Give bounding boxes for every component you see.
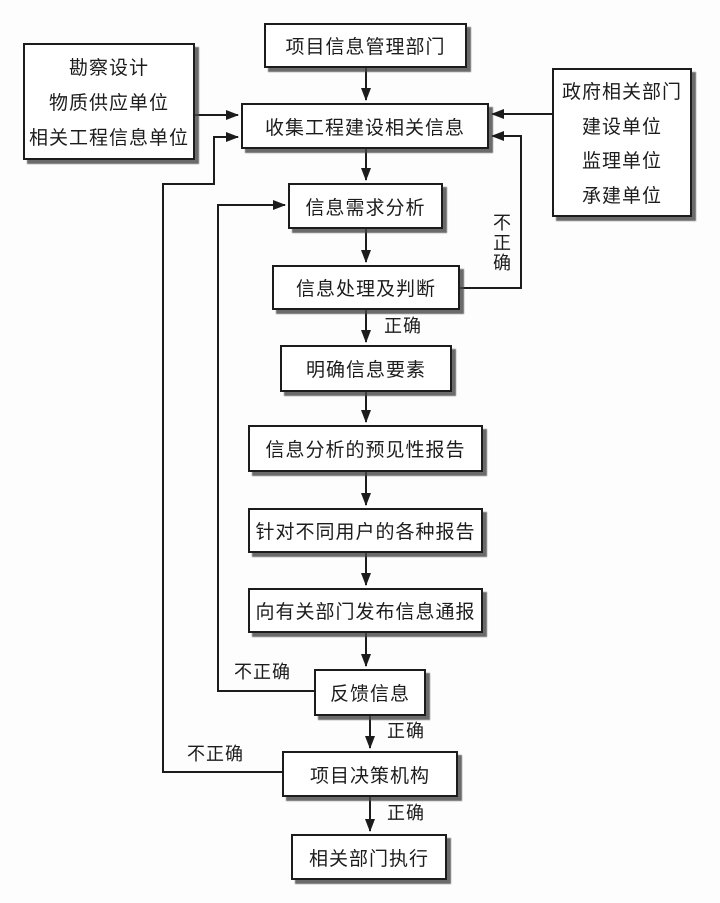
node-clarify-elements: 明确信息要素 [280, 345, 452, 392]
node-project-info-dept: 项目信息管理部门 [264, 23, 467, 68]
edge-label-correct-decision: 正确 [387, 803, 425, 823]
node-execute-departments-label: 相关部门执行 [308, 848, 429, 870]
node-clarify-elements-label: 明确信息要素 [305, 360, 426, 381]
node-process-judge-label: 信息处理及判断 [295, 279, 436, 300]
node-notify-departments: 向有关部门发布信息通报 [248, 588, 483, 633]
edge-label-correct-process: 正确 [384, 316, 422, 336]
node-user-reports: 针对不同用户的各种报告 [248, 508, 483, 553]
node-demand-analysis: 信息需求分析 [288, 183, 443, 229]
edge-label-incorrect-decision-loop: 不正确 [187, 744, 244, 764]
node-feedback-info-label: 反馈信息 [329, 684, 410, 705]
node-right-sources: 政府相关部门 建设单位 监理单位 承建单位 [552, 68, 692, 217]
left-source-line: 相关工程信息单位 [28, 128, 189, 149]
node-feedback-info: 反馈信息 [314, 669, 426, 716]
node-project-info-dept-label: 项目信息管理部门 [285, 37, 446, 58]
left-source-line: 物质供应单位 [48, 93, 169, 114]
node-decision-body-label: 项目决策机构 [309, 765, 430, 787]
node-collect-info: 收集工程建设相关信息 [241, 103, 489, 149]
arrow-process-incorrect-loop [460, 131, 522, 289]
left-source-line: 勘察设计 [68, 58, 149, 79]
node-process-judge: 信息处理及判断 [272, 265, 460, 310]
right-source-line: 监理单位 [581, 151, 662, 173]
node-execute-departments: 相关部门执行 [291, 834, 447, 880]
node-user-reports-label: 针对不同用户的各种报告 [255, 522, 476, 543]
node-left-sources: 勘察设计 物质供应单位 相关工程信息单位 [23, 43, 195, 160]
node-demand-analysis-label: 信息需求分析 [305, 197, 426, 219]
edge-label-incorrect-feedback-loop: 不正确 [234, 662, 291, 682]
arrow-feedback-incorrect-loop [217, 200, 314, 692]
arrow-decision-incorrect-loop [162, 132, 282, 773]
right-source-line: 政府相关部门 [561, 82, 682, 104]
right-source-line: 承建单位 [581, 185, 662, 207]
edge-label-incorrect-process-loop: 不正确 [491, 213, 511, 273]
node-notify-departments-label: 向有关部门发布信息通报 [255, 602, 476, 623]
node-foresight-report: 信息分析的预见性报告 [248, 425, 483, 472]
node-collect-info-label: 收集工程建设相关信息 [264, 117, 465, 139]
node-foresight-report-label: 信息分析的预见性报告 [265, 440, 466, 461]
right-source-line: 建设单位 [581, 116, 662, 138]
edge-label-correct-feedback: 正确 [387, 721, 425, 741]
node-decision-body: 项目决策机构 [282, 751, 458, 797]
